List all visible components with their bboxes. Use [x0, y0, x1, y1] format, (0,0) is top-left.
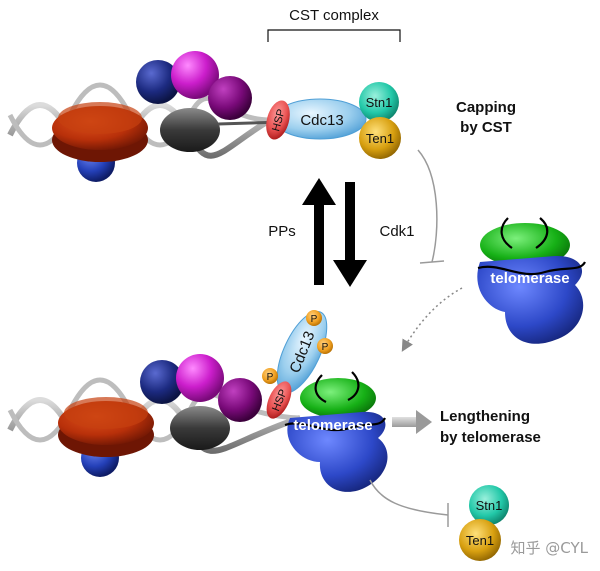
bound-telomerase-label: telomerase [293, 417, 372, 434]
bottom-navy-ball [140, 360, 184, 404]
top-cst-complex: Cdc13 HSP Stn1 Ten1 [266, 82, 401, 159]
top-ten1-label: Ten1 [366, 131, 394, 146]
phospho-site-2-label: P [322, 342, 329, 353]
top-gray-barrel [160, 108, 220, 152]
bound-telomerase-rna [284, 371, 386, 432]
bottom-nucleosome [58, 397, 154, 457]
phospho-cdc13: Cdc13 HSP P P P [262, 310, 333, 419]
released-ten1 [459, 519, 501, 561]
top-purple-ball [208, 76, 252, 120]
free-telomerase-label: telomerase [490, 270, 569, 287]
watermark: 知乎 @CYL [511, 539, 589, 557]
cdk1-down-arrow [333, 182, 367, 287]
top-hsp [266, 100, 290, 140]
telomerase-recruitment-arrow [401, 287, 463, 352]
pps-label: PPs [268, 223, 296, 240]
bottom-gray-barrel [170, 406, 230, 450]
phospho-site-2 [317, 338, 333, 354]
bottom-hsp [266, 381, 292, 419]
top-stn1-label: Stn1 [366, 95, 393, 110]
top-cdc13-label: Cdc13 [300, 112, 343, 129]
free-telomerase-rna [477, 217, 586, 276]
phospho-site-3 [262, 368, 278, 384]
cst-inhibits-telomerase-line [417, 149, 438, 263]
released-ten1-label: Ten1 [466, 533, 494, 548]
top-magenta-ball [171, 51, 219, 99]
cdk1-label: Cdk1 [379, 223, 414, 240]
capping-label-line1: Capping [456, 99, 516, 116]
released-stn1 [469, 485, 509, 525]
lengthening-arrow [392, 410, 432, 434]
bound-telomerase: telomerase [284, 371, 388, 492]
cst-inhibition-bar [419, 260, 445, 264]
top-hsp-label: HSP [270, 108, 287, 133]
top-navy-ball [136, 60, 180, 104]
phospho-site-1-label: P [311, 314, 318, 325]
released-stn1-label: Stn1 [476, 498, 503, 513]
free-telomerase: telomerase [477, 217, 586, 344]
telomerase-inhibits-stn1-line [369, 479, 449, 516]
capping-label-line2: by CST [460, 119, 512, 136]
top-chromosome-end [7, 51, 286, 182]
phospho-site-1 [306, 310, 322, 326]
lengthening-label-line1: Lengthening [440, 408, 530, 425]
bottom-purple-ball [218, 378, 262, 422]
transition-arrows: PPs Cdk1 [268, 178, 415, 287]
top-ten1 [359, 117, 401, 159]
top-nucleosome [52, 102, 148, 162]
bottom-magenta-ball [176, 354, 224, 402]
lengthening-label-line2: by telomerase [440, 429, 541, 446]
pps-up-arrow [302, 178, 336, 285]
cst-bracket-label: CST complex [289, 7, 379, 24]
released-stn1-ten1: Stn1 Ten1 [459, 485, 509, 561]
bottom-chromosome-end [7, 354, 301, 477]
phospho-site-3-label: P [267, 372, 274, 383]
cst-bracket: CST complex [267, 7, 401, 42]
top-stn1 [359, 82, 399, 122]
